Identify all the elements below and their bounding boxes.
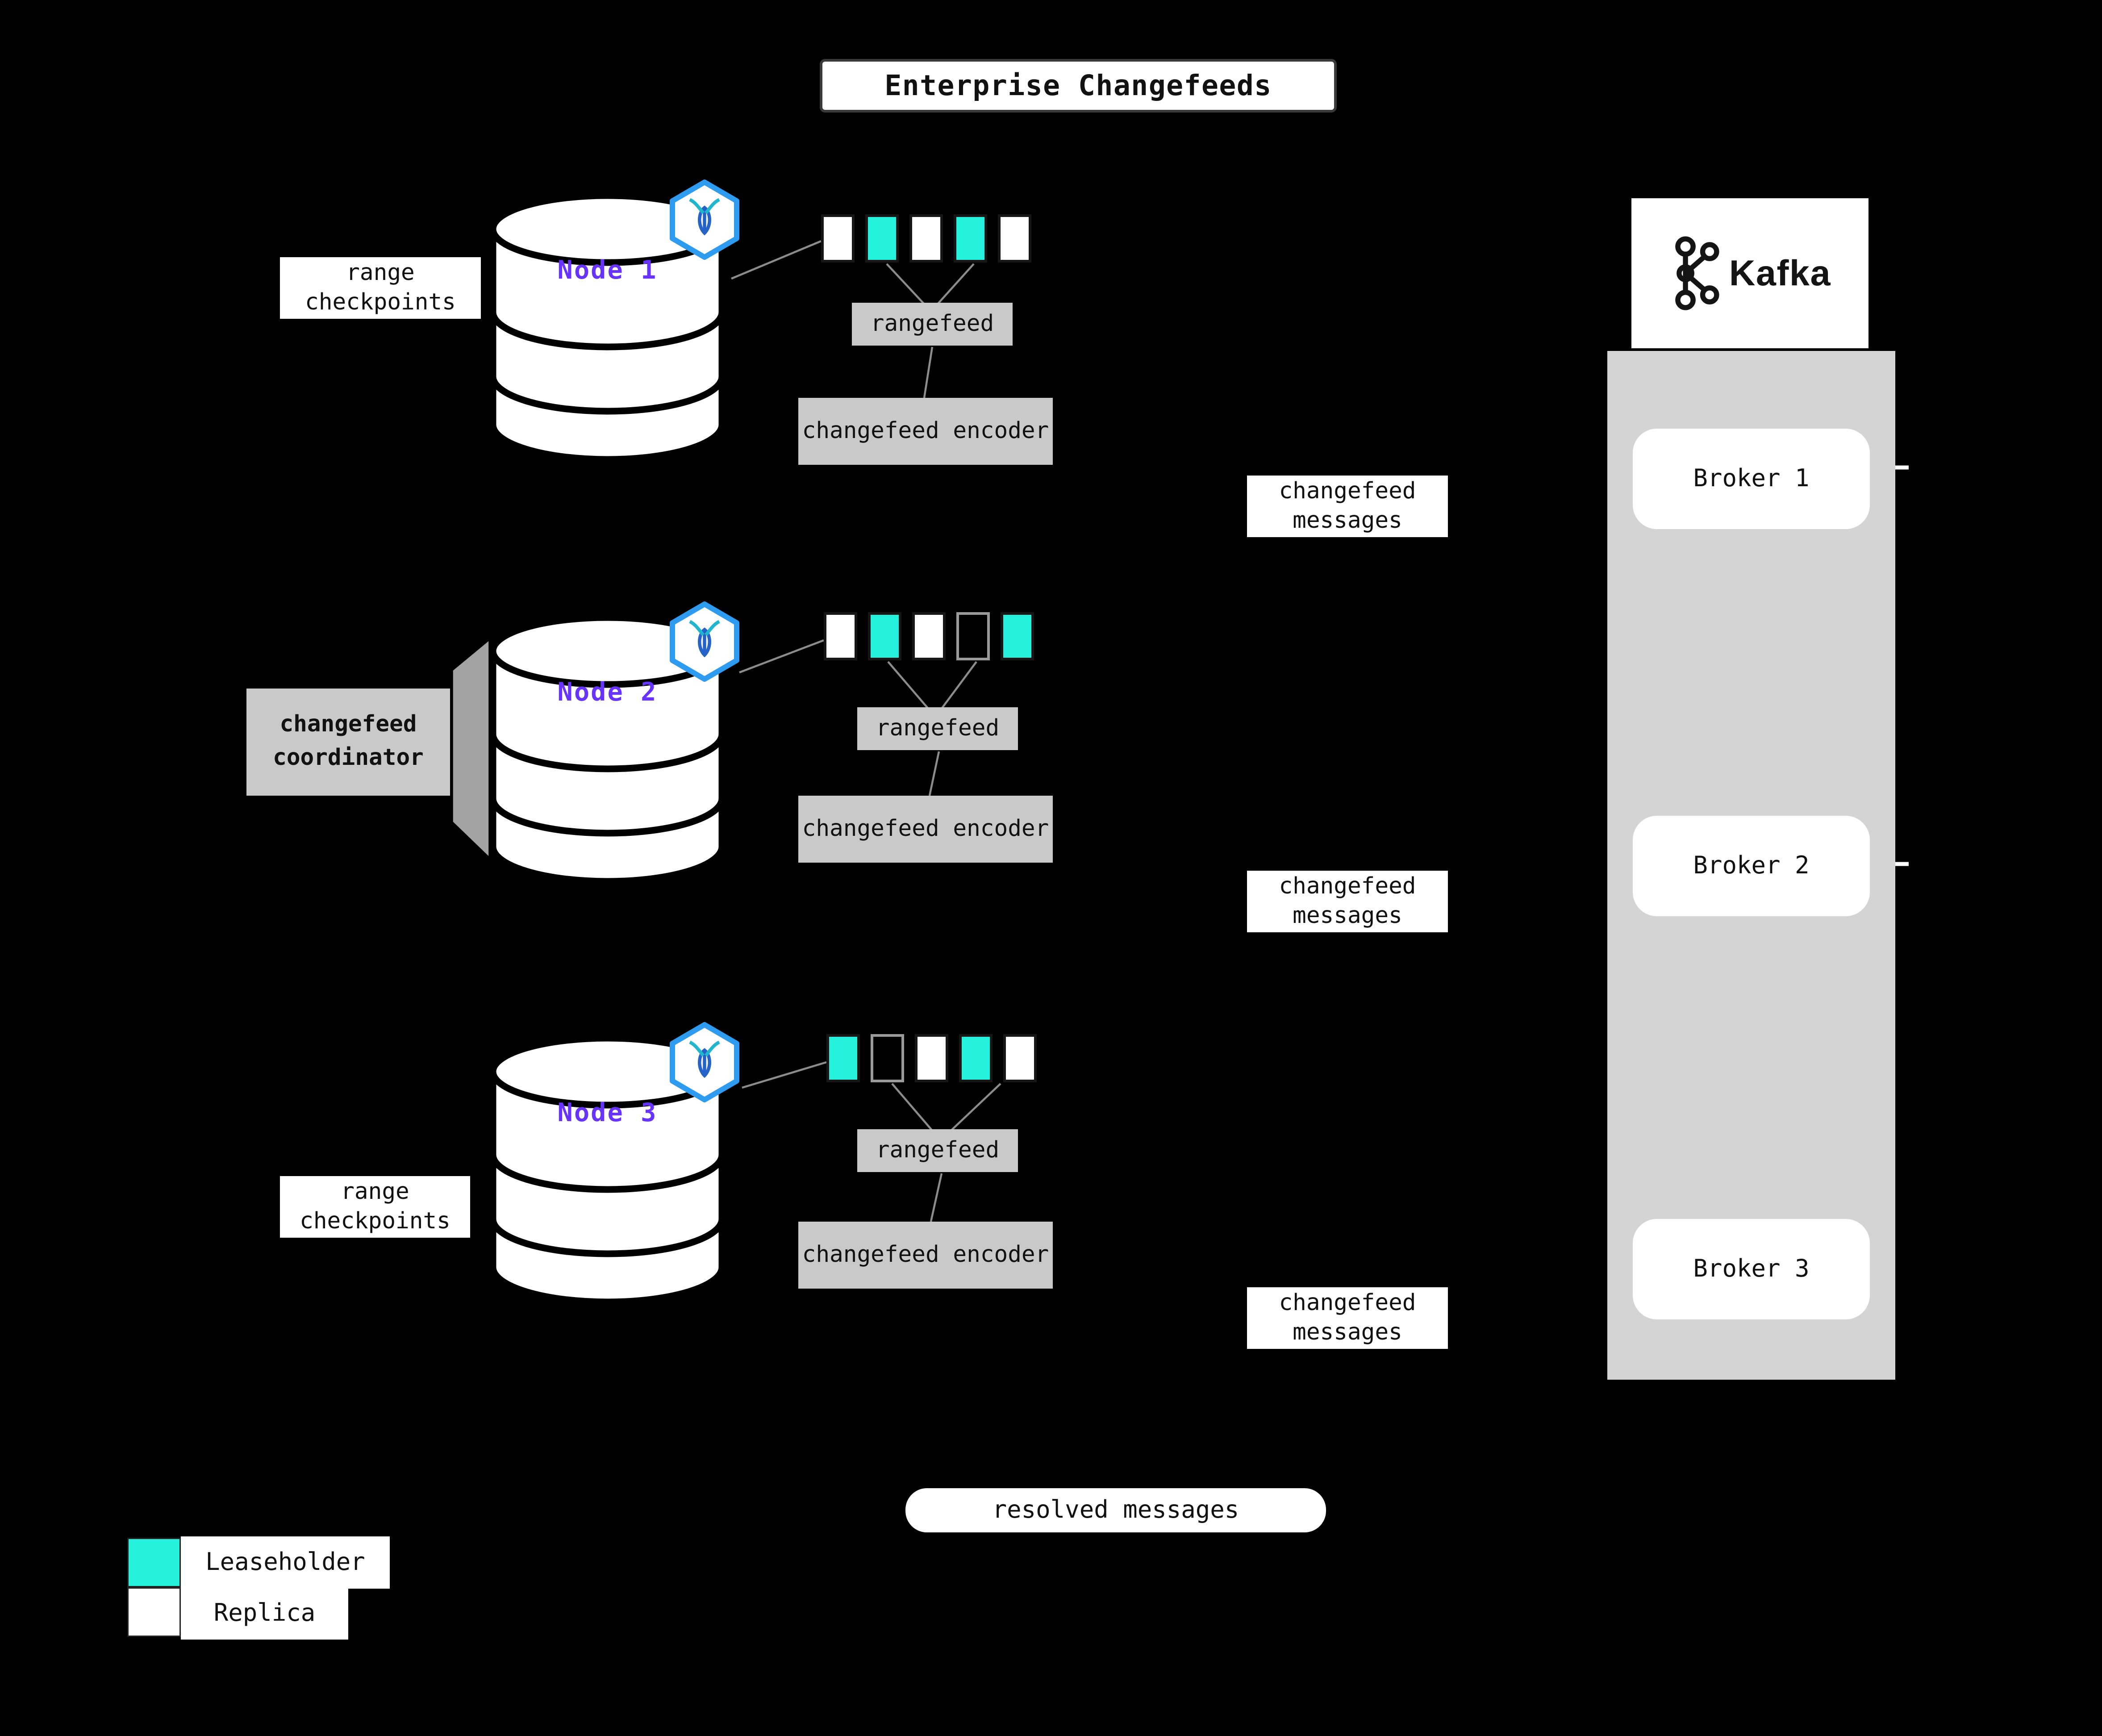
kafka-brand-text: Kafka: [1729, 252, 1831, 293]
rangefeed-box-node-2: rangefeed: [857, 707, 1018, 750]
diagram-title-text: Enterprise Changefeeds: [884, 70, 1272, 102]
leaseholder-square: [959, 1034, 993, 1082]
node-1-cylinder: Node 1: [489, 192, 726, 463]
node-3-replica-squares: [826, 1034, 1037, 1082]
leaseholder-square: [954, 214, 987, 263]
legend-replica-swatch: [127, 1587, 181, 1637]
replica-square: [912, 612, 946, 660]
range-checkpoints-label-node-1: range checkpoints: [280, 257, 481, 319]
node-2-replica-squares: [824, 612, 1034, 660]
changefeed-coordinator-label: changefeed coordinator: [246, 689, 450, 796]
broker-2: Broker 2: [1633, 816, 1870, 916]
database-cylinder-icon: [489, 1035, 726, 1306]
replica-square: [915, 1034, 948, 1082]
cockroachdb-badge-icon: [667, 600, 742, 683]
resolved-messages-label: resolved messages: [905, 1488, 1326, 1532]
changefeed-messages-label-2: changefeed messages: [1247, 871, 1448, 932]
node-3-label: Node 3: [557, 1098, 658, 1128]
changefeed-encoder-box-node-1: changefeed encoder: [798, 398, 1053, 465]
leaseholder-square: [826, 1034, 860, 1082]
cockroachdb-badge-icon: [667, 178, 742, 261]
leaseholder-square: [865, 214, 899, 263]
replica-square: [909, 214, 943, 263]
leaseholder-square: [1001, 612, 1034, 660]
node-2-label: Node 2: [557, 678, 658, 707]
changefeed-messages-label-1: changefeed messages: [1247, 476, 1448, 537]
kafka-icon: [1675, 236, 1719, 310]
empty-square: [871, 1034, 904, 1082]
changefeed-encoder-box-node-2: changefeed encoder: [798, 796, 1053, 863]
empty-square: [956, 612, 990, 660]
replica-square: [824, 612, 857, 660]
replica-square: [821, 214, 855, 263]
database-cylinder-icon: [489, 192, 726, 463]
node-3-cylinder: Node 3: [489, 1034, 726, 1306]
cockroachdb-badge-icon: [667, 1021, 742, 1104]
rangefeed-box-node-1: rangefeed: [852, 303, 1013, 346]
diagram-title: Enterprise Changefeeds: [820, 59, 1337, 113]
changefeed-encoder-box-node-3: changefeed encoder: [798, 1222, 1053, 1289]
coordinator-funnel-shape: [450, 634, 492, 864]
node-1-label: Node 1: [557, 256, 658, 285]
replica-square: [1003, 1034, 1037, 1082]
rangefeed-box-node-3: rangefeed: [857, 1129, 1018, 1172]
leaseholder-square: [868, 612, 901, 660]
legend-leaseholder-swatch: [127, 1538, 181, 1587]
kafka-logo-box: Kafka: [1631, 198, 1868, 348]
range-checkpoints-label-node-3: range checkpoints: [280, 1176, 470, 1238]
node-1-replica-squares: [821, 214, 1031, 263]
changefeed-messages-label-3: changefeed messages: [1247, 1287, 1448, 1349]
broker-3: Broker 3: [1633, 1219, 1870, 1319]
broker-1: Broker 1: [1633, 429, 1870, 529]
legend-replica-label: Replica: [181, 1587, 348, 1640]
legend-leaseholder-label: Leaseholder: [181, 1536, 390, 1589]
replica-square: [998, 214, 1031, 263]
